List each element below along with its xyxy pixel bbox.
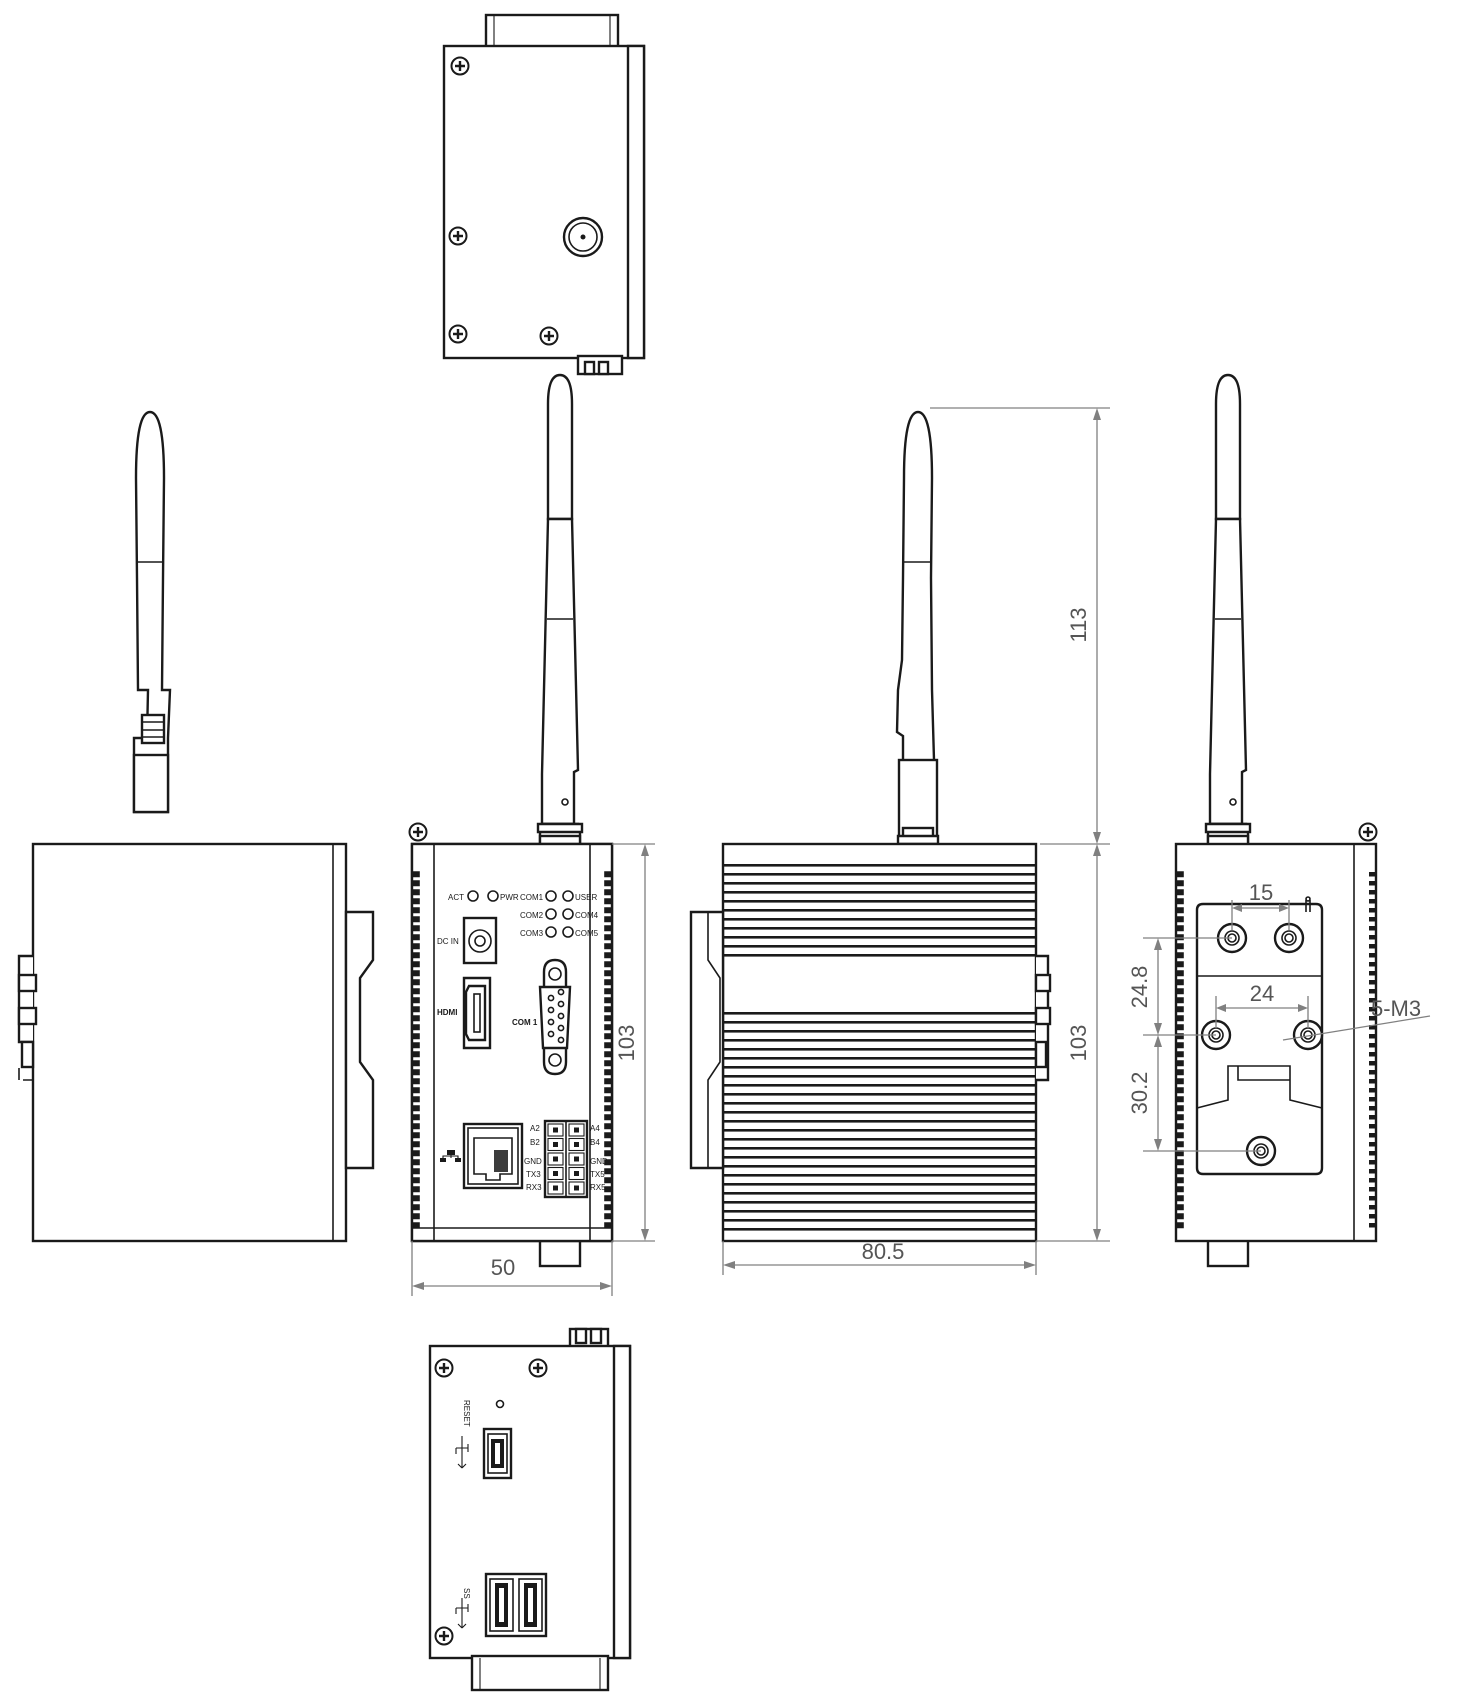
reset-label: RESET: [462, 1400, 471, 1427]
terminal-block: A2 B2 GND TX3 RX3 A4 B4 GND TX5 RX5: [524, 1119, 608, 1199]
dc-in-label: DC IN: [437, 937, 459, 946]
com2-label: COM2: [520, 911, 544, 920]
front-view: ACT PWR COM1 USER COM2 COM4 COM3 COM5 DC…: [408, 373, 655, 1296]
screw-icon: [528, 1358, 548, 1378]
antenna-height-value: 113: [1066, 607, 1091, 642]
terminal-label: GND: [524, 1157, 542, 1166]
top-view: [442, 13, 646, 376]
rail-vertical-dimensions: 24.8 30.2: [1127, 937, 1261, 1152]
terminal-label: B2: [530, 1138, 540, 1147]
usb3-icon: [455, 1598, 469, 1629]
hole-spacing-15-value: 15: [1249, 880, 1273, 905]
front-height-value: 103: [614, 1025, 639, 1062]
rail-vertical-lower-value: 30.2: [1127, 1072, 1152, 1115]
hdmi-label: HDMI: [437, 1008, 457, 1017]
front-width-dimension: 50: [411, 1241, 613, 1296]
side-width-dimension: 80.5: [722, 1239, 1037, 1275]
com3-label: COM3: [520, 929, 544, 938]
hole-spacing-24-value: 24: [1250, 981, 1274, 1006]
usb-port: [482, 1427, 513, 1480]
terminal-label: TX3: [526, 1170, 541, 1179]
screw-icon: [434, 1358, 454, 1378]
com2-led: [545, 908, 557, 920]
terminal-label: TX5: [590, 1170, 605, 1179]
com1-port-label: COM 1: [512, 1018, 538, 1027]
act-label: ACT: [448, 893, 464, 902]
act-led: [467, 890, 479, 902]
bottom-view: RESET SS: [428, 1327, 632, 1692]
screw-icon: [450, 56, 470, 76]
terminal-label: A2: [530, 1124, 540, 1133]
usb3-dual-port: [484, 1572, 548, 1638]
ethernet-port: [440, 1122, 524, 1190]
com1-db9-port: COM 1: [512, 958, 572, 1076]
com1-led: [545, 890, 557, 902]
com1-led-label: COM1: [520, 893, 544, 902]
antenna-connector-icon: [562, 216, 604, 258]
screw-icon: [448, 226, 468, 246]
network-icon: [440, 1150, 461, 1162]
com5-label: COM5: [575, 929, 599, 938]
screw-icon: [434, 1626, 454, 1646]
rail-vertical-upper-value: 24.8: [1127, 966, 1152, 1009]
user-label: USER: [575, 893, 597, 902]
side-height-value: 103: [1066, 1025, 1091, 1062]
side-height-dimension: 103: [1036, 844, 1110, 1242]
screw-spec-value: 5-M3: [1371, 996, 1421, 1021]
terminal-label: B4: [590, 1138, 600, 1147]
hole-spacing-24-dimension: 24: [1215, 981, 1309, 1028]
led-indicators: ACT PWR COM1 USER COM2 COM4 COM3 COM5: [448, 890, 599, 938]
terminal-label: A4: [590, 1124, 600, 1133]
screw-spec-callout: 5-M3: [1282, 996, 1431, 1041]
side-width-value: 80.5: [862, 1239, 905, 1264]
screw-icon: [448, 324, 468, 344]
usb-icon: [455, 1436, 469, 1469]
left-side-view: [17, 410, 375, 1243]
ss-label: SS: [462, 1588, 471, 1599]
user-led: [562, 890, 574, 902]
terminal-label: GND: [590, 1157, 608, 1166]
screw-icon: [1358, 822, 1378, 842]
right-side-view: 113 103 80.5: [689, 407, 1110, 1275]
screw-icon: [408, 822, 428, 842]
pwr-led: [487, 890, 499, 902]
hole-spacing-15-dimension: 15: [1231, 880, 1290, 930]
antenna-height-dimension: 113: [930, 407, 1110, 845]
front-width-value: 50: [491, 1255, 515, 1280]
rear-view: 15 24 24.8 30.2 5-M3: [1127, 373, 1431, 1268]
dc-in-port: DC IN: [437, 916, 498, 965]
reset-button: [495, 1399, 505, 1409]
hdmi-port: HDMI: [437, 976, 492, 1050]
front-height-dimension: 103: [612, 843, 655, 1242]
com3-led: [545, 926, 557, 938]
com4-label: COM4: [575, 911, 599, 920]
terminal-label: RX5: [590, 1183, 606, 1192]
pwr-label: PWR: [500, 893, 519, 902]
com5-led: [562, 926, 574, 938]
terminal-label: RX3: [526, 1183, 542, 1192]
com4-led: [562, 908, 574, 920]
screw-icon: [539, 326, 559, 346]
